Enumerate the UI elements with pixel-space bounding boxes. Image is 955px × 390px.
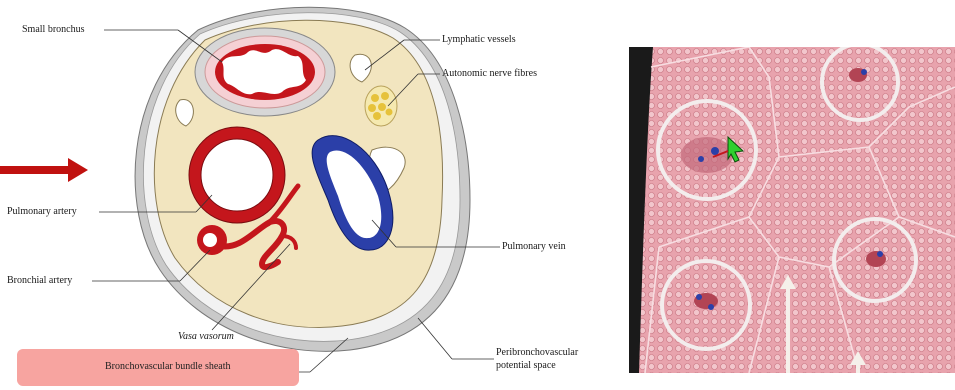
label-peribronchovascular: Peribronchovascular <box>496 347 578 359</box>
small-bronchus <box>195 28 335 116</box>
label-autonomic-nerve-fibres: Autonomic nerve fibres <box>442 68 537 80</box>
bronchovascular-diagram <box>0 0 620 390</box>
label-lymphatic-vessels: Lymphatic vessels <box>442 34 516 46</box>
label-vasa-vasorum: Vasa vasorum <box>178 331 234 343</box>
autonomic-nerve-fibres <box>365 86 397 126</box>
label-pulmonary-artery: Pulmonary artery <box>7 206 77 218</box>
label-pulmonary-vein: Pulmonary vein <box>502 241 566 253</box>
pulmonary-artery <box>189 127 285 223</box>
label-small-bronchus: Small bronchus <box>22 24 85 36</box>
bronchovascular-sheath-highlight: Bronchovascular bundle sheath <box>17 349 299 386</box>
label-bronchial-artery: Bronchial artery <box>7 275 72 287</box>
label-bronchovascular-bundle-sheath: Bronchovascular bundle sheath <box>105 361 231 372</box>
red-pointer-arrow <box>0 158 88 182</box>
lung-lobule-histology-image <box>629 47 955 373</box>
label-potential-space: potential space <box>496 360 556 372</box>
